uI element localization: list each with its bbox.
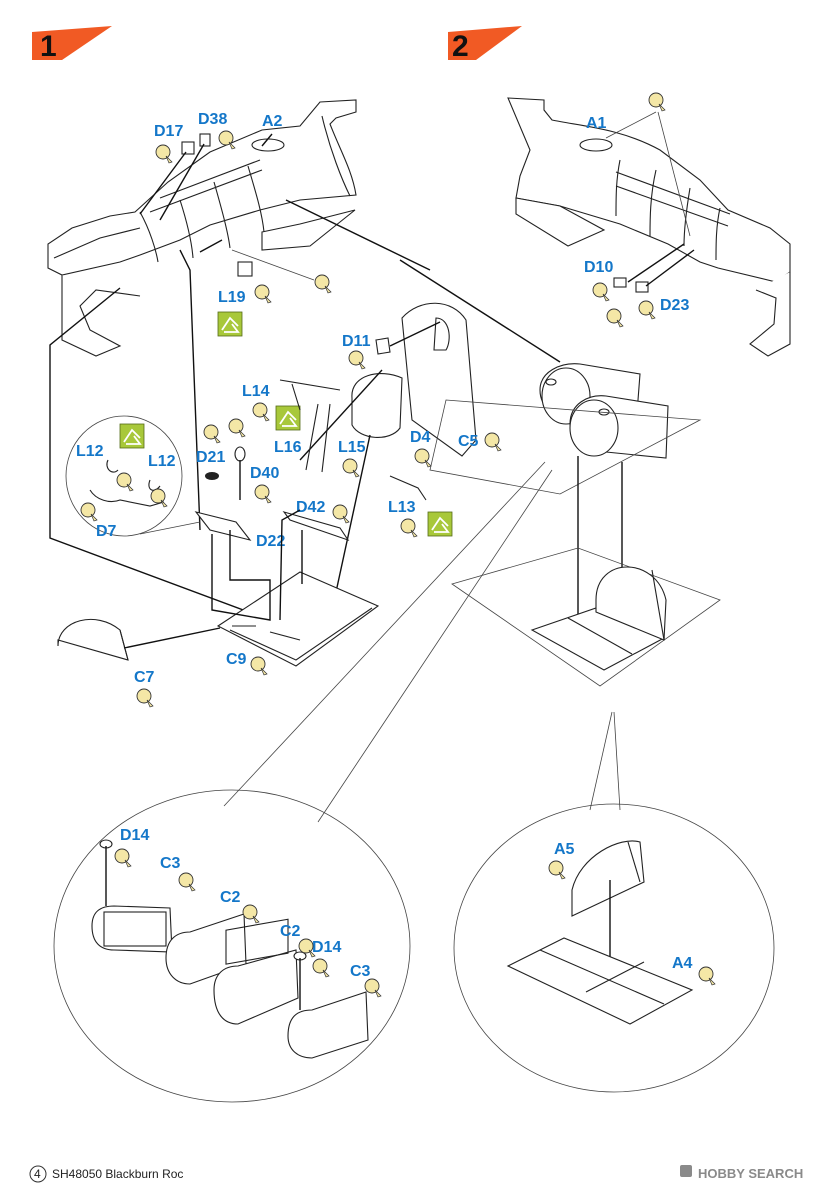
sprue-badge-icon xyxy=(250,656,268,676)
part-label-D40: D40 xyxy=(250,465,279,482)
seat-assembly xyxy=(299,302,477,593)
sprue-badge-icon xyxy=(592,282,610,302)
sprue-badge-icon xyxy=(252,402,270,422)
photo-etch-icon xyxy=(217,311,243,337)
part-label-A2: A2 xyxy=(262,113,283,130)
part-label-C7: C7 xyxy=(134,669,155,686)
sprue-badge-icon xyxy=(342,458,360,478)
part-label-D38: D38 xyxy=(198,111,227,128)
sprue-badge-icon xyxy=(228,418,246,438)
step-2-banner: 2 xyxy=(448,26,522,63)
watermark: HOBBY SEARCH xyxy=(698,1166,803,1181)
instrument-panel-part xyxy=(181,141,195,155)
sprue-badge-icon xyxy=(136,688,154,708)
part-label-L19: L19 xyxy=(218,289,246,306)
sprue-badge-icon xyxy=(364,978,382,998)
part-label-D23: D23 xyxy=(660,297,689,314)
sprue-badge-icon xyxy=(314,274,332,294)
step-2-number: 2 xyxy=(452,30,469,63)
sprue-badge-icon xyxy=(606,308,624,328)
sprue-badge-icon xyxy=(548,860,566,880)
part-label-D21: D21 xyxy=(196,449,225,466)
part-label-L14: L14 xyxy=(242,383,270,400)
part-label-L12: L12 xyxy=(76,443,104,460)
detail-circle-tanks xyxy=(53,789,411,1103)
part-label-C9: C9 xyxy=(226,651,247,668)
part-label-D11: D11 xyxy=(342,333,371,350)
part-label-D14: D14 xyxy=(120,827,149,844)
sprue-badge-icon xyxy=(400,518,418,538)
footer-title: SH48050 Blackburn Roc xyxy=(52,1167,183,1181)
fuselage-left-half xyxy=(47,99,357,357)
sprue-badge-icon xyxy=(698,966,716,986)
sprue-badge-icon xyxy=(414,448,432,468)
sprue-badge-icon xyxy=(648,92,666,112)
photo-etch-icon xyxy=(427,511,453,537)
photo-etch-icon xyxy=(119,423,145,449)
sprue-badge-icon xyxy=(114,848,132,868)
part-label-C5: C5 xyxy=(458,433,479,450)
step2-floor xyxy=(451,547,721,687)
sprue-badge-icon xyxy=(155,144,173,164)
part-label-C3: C3 xyxy=(350,963,371,980)
fuselage-right-half xyxy=(507,97,791,357)
sprue-badge-icon xyxy=(254,284,272,304)
part-label-C2: C2 xyxy=(280,923,301,940)
part-label-L16: L16 xyxy=(274,439,302,456)
sprue-badge-icon xyxy=(203,424,221,444)
sprue-badge-icon xyxy=(242,904,260,924)
sprue-badge-icon xyxy=(150,488,168,508)
sprue-badge-icon xyxy=(332,504,350,524)
part-label-L13: L13 xyxy=(388,499,416,516)
photo-etch-icon xyxy=(275,405,301,431)
step-1-banner: 1 xyxy=(32,26,112,63)
part-label-L12: L12 xyxy=(148,453,176,470)
page-number: 4 xyxy=(34,1167,41,1181)
sprue-badge-icon xyxy=(638,300,656,320)
sprue-badge-icon xyxy=(348,350,366,370)
part-label-A1: A1 xyxy=(586,115,607,132)
step-1-number: 1 xyxy=(40,30,57,63)
cockpit-floor xyxy=(211,509,380,667)
part-label-D4: D4 xyxy=(410,429,431,446)
part-label-L15: L15 xyxy=(338,439,366,456)
sprue-badge-icon xyxy=(116,472,134,492)
sprue-badge-icon xyxy=(178,872,196,892)
detail-circle-bulkhead xyxy=(453,803,775,1093)
part-label-D22: D22 xyxy=(256,533,285,550)
part-label-D10: D10 xyxy=(584,259,613,276)
footer: 4 SH48050 Blackburn Roc HOBBY SEARCH xyxy=(29,1165,803,1183)
fuel-tanks xyxy=(539,363,669,459)
sprue-badge-icon xyxy=(254,484,272,504)
part-label-A5: A5 xyxy=(554,841,575,858)
part-label-C3: C3 xyxy=(160,855,181,872)
part-label-D42: D42 xyxy=(296,499,325,516)
sprue-badge-icon xyxy=(484,432,502,452)
part-label-A4: A4 xyxy=(672,955,693,972)
control-column-detail xyxy=(65,415,183,537)
part-label-D14: D14 xyxy=(312,939,341,956)
sprue-badge-icon xyxy=(312,958,330,978)
instrument-panel-part xyxy=(199,133,211,147)
part-label-C2: C2 xyxy=(220,889,241,906)
part-label-D17: D17 xyxy=(154,123,183,140)
part-label-D7: D7 xyxy=(96,523,117,540)
